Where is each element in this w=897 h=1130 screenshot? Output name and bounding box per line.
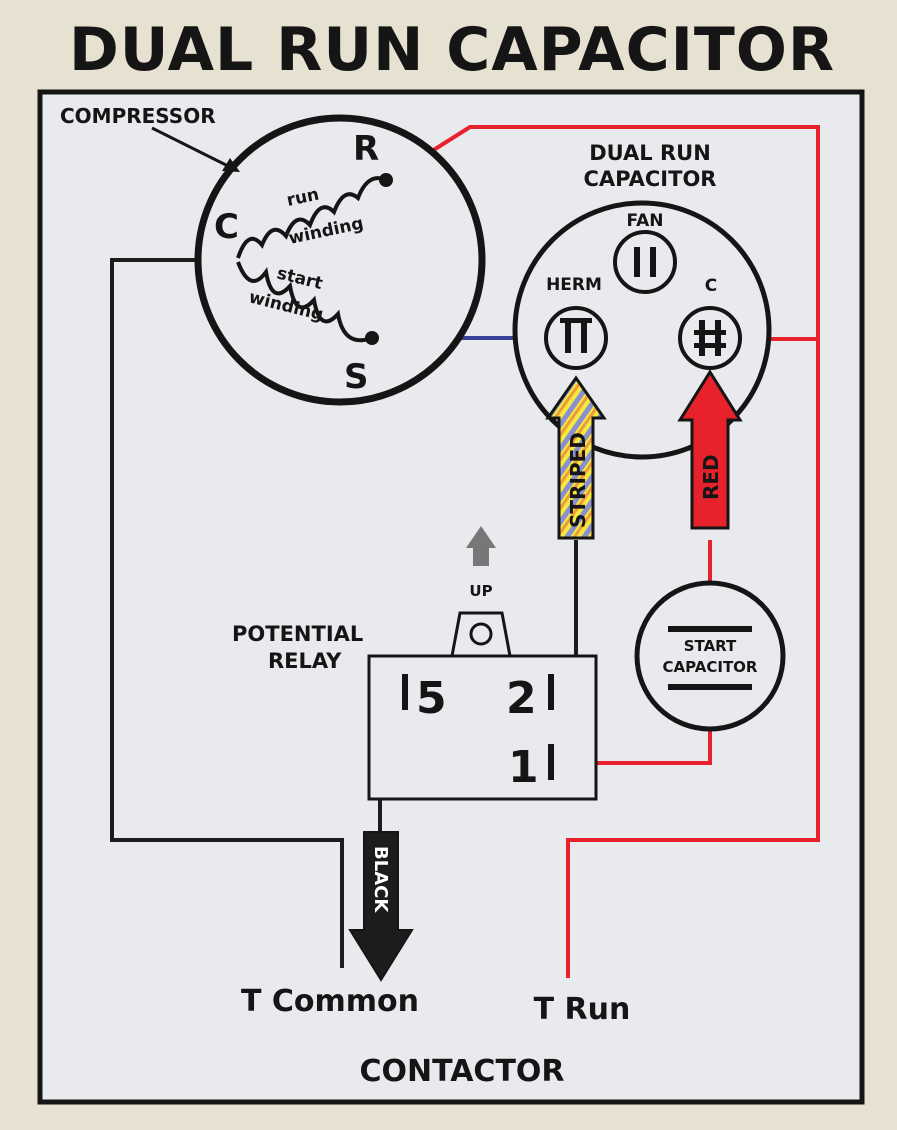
c-label: C	[705, 276, 717, 296]
t-run-label: T Run	[534, 992, 631, 1027]
c-terminal	[678, 306, 742, 370]
compressor-leader-arrowhead-icon	[222, 158, 240, 172]
c-terminal-bar-icon	[694, 343, 726, 348]
c-terminal-blade-icon	[699, 320, 705, 356]
compressor-label: COMPRESSOR	[60, 104, 216, 128]
relay-label-2: RELAY	[268, 649, 342, 673]
terminal-r-label: R	[353, 129, 379, 169]
red-arrow-icon	[677, 369, 743, 530]
start-cap-label-1: START	[684, 637, 737, 655]
terminal-r-dot-icon	[379, 173, 393, 187]
striped-arrow-label: STRIPED	[566, 432, 590, 528]
dual-cap-label-2: CAPACITOR	[584, 167, 717, 191]
start-cap-plate-icon	[668, 626, 752, 632]
wire-black-common	[110, 258, 344, 968]
start-winding-coil-icon	[236, 261, 373, 343]
up-label: UP	[469, 582, 492, 600]
fan-terminal	[613, 230, 677, 294]
relay-pin5-label: 5	[416, 673, 447, 724]
relay-label-1: POTENTIAL	[232, 622, 363, 646]
diagram-title: DUAL RUN CAPACITOR	[69, 15, 835, 85]
terminal-c-label: C	[214, 207, 239, 247]
herm-terminal	[544, 306, 608, 370]
herm-terminal-blade-icon	[565, 323, 571, 353]
relay-pin1-blade-icon	[548, 744, 554, 780]
up-arrow-icon	[466, 526, 496, 566]
compressor	[151, 114, 486, 406]
fan-terminal-blade-icon	[650, 247, 656, 277]
fan-terminal-blade-icon	[634, 247, 640, 277]
start-cap-plate-icon	[668, 684, 752, 690]
compressor-body	[194, 114, 486, 406]
wire-red-run	[384, 125, 820, 978]
start-cap-body	[634, 580, 786, 732]
striped-arrow-icon	[545, 375, 607, 540]
compressor-leader	[151, 126, 233, 170]
relay-pin2-blade-icon	[548, 674, 554, 710]
black-arrow-icon	[348, 831, 414, 982]
relay-pin5-blade-icon	[402, 674, 408, 710]
c-terminal-blade-icon	[715, 320, 721, 356]
herm-label: HERM	[546, 275, 602, 295]
c-terminal-bar-icon	[694, 330, 726, 335]
dual-cap-label-1: DUAL RUN	[589, 141, 711, 165]
terminal-s-dot-icon	[365, 331, 379, 345]
herm-terminal-blade-icon	[581, 323, 587, 353]
potential-relay	[367, 611, 598, 801]
red-arrow-label: RED	[699, 454, 723, 500]
start-cap-label-2: CAPACITOR	[663, 658, 758, 676]
herm-terminal-bar-icon	[560, 318, 592, 323]
start-capacitor	[634, 580, 786, 732]
terminal-s-label: S	[344, 357, 369, 397]
fan-label: FAN	[626, 211, 663, 231]
relay-pin2-label: 2	[506, 673, 537, 724]
contactor-label: CONTACTOR	[359, 1054, 564, 1089]
relay-mount-hole-icon	[469, 622, 493, 646]
run-winding-coil-icon	[236, 176, 387, 259]
black-arrow-label: BLACK	[370, 846, 391, 913]
t-common-label: T Common	[241, 984, 419, 1019]
relay-pin1-label: 1	[508, 742, 539, 793]
